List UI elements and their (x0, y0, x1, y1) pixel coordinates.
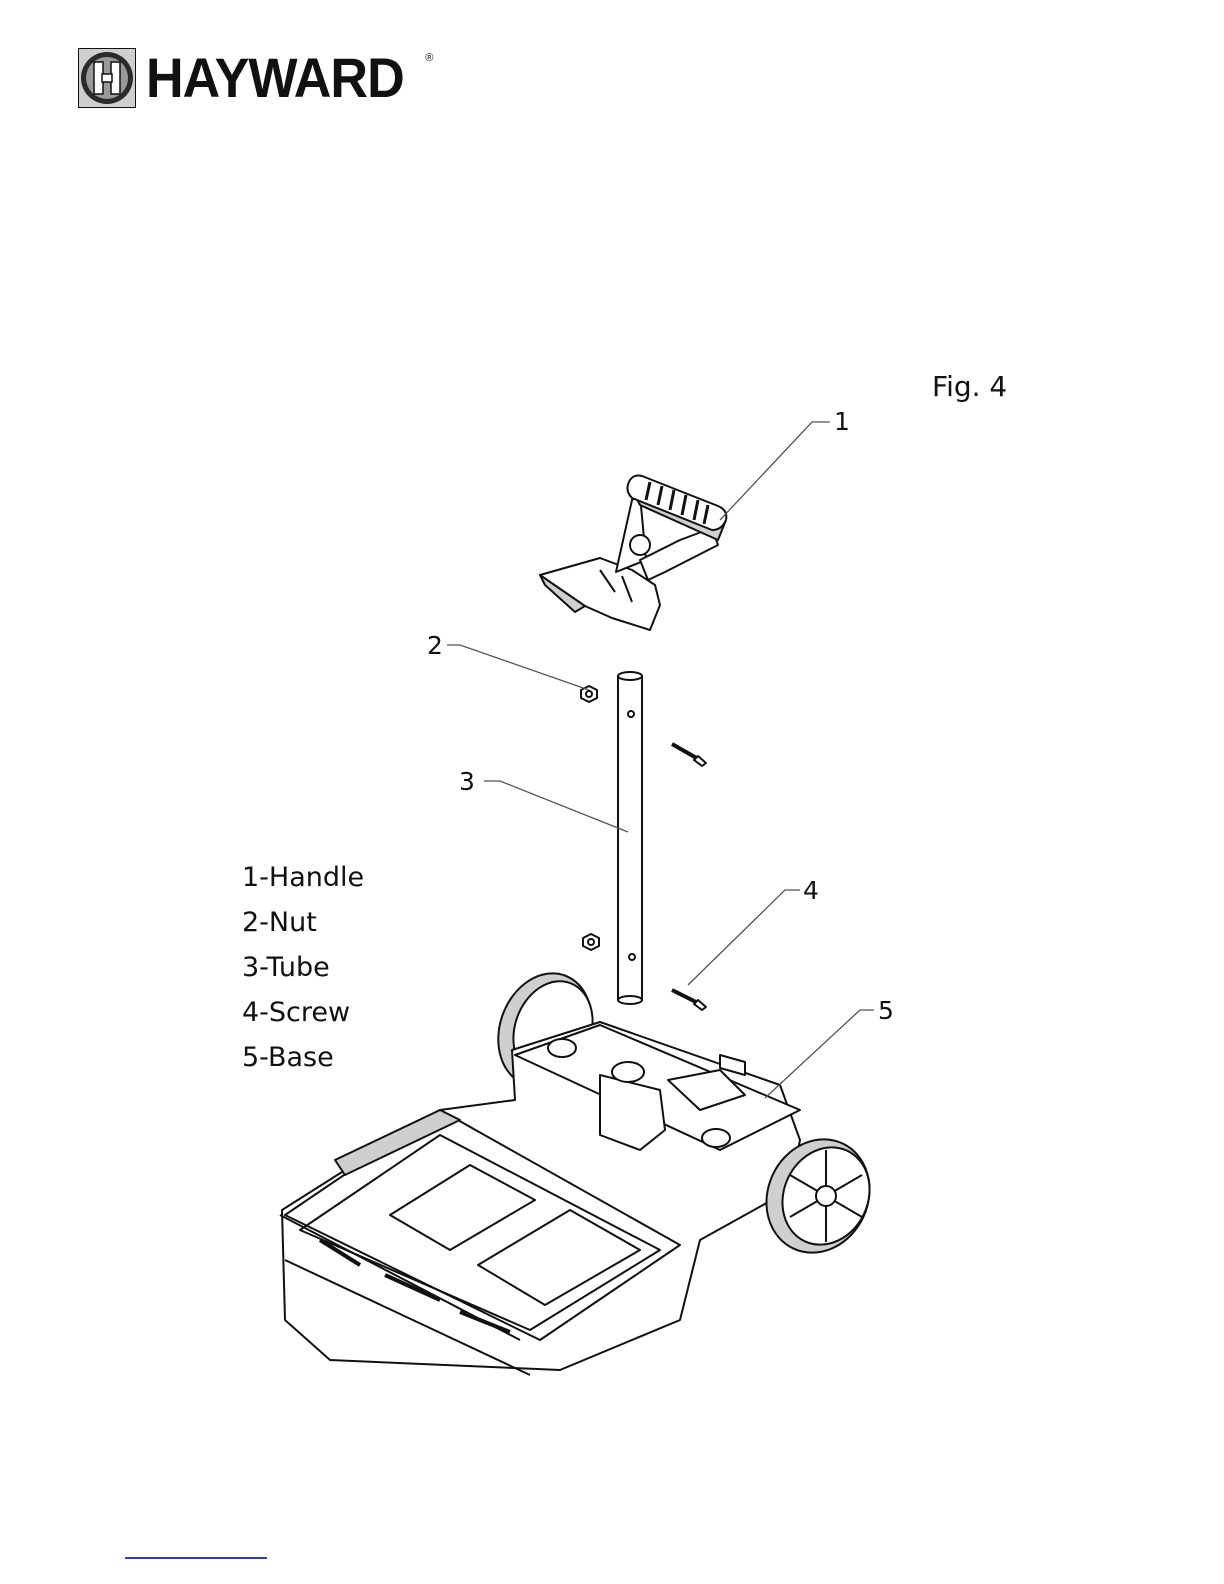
callout-number-1: 1 (834, 407, 850, 436)
nut-part-lower (583, 934, 599, 950)
footer-link-underline[interactable] (125, 1557, 267, 1559)
callout-number-5: 5 (878, 996, 894, 1025)
callout-number-2: 2 (427, 631, 443, 660)
leader-line-3 (484, 781, 628, 832)
callout-number-3: 3 (459, 767, 475, 796)
tube-part (618, 672, 642, 1004)
leader-line-2 (447, 645, 589, 690)
leader-line-4 (688, 890, 800, 985)
legend-item-screw: 4-Screw (242, 990, 364, 1035)
base-part (280, 960, 888, 1375)
screw-part-lower (672, 990, 706, 1010)
legend-item-handle: 1-Handle (242, 855, 364, 900)
handle-part (540, 476, 726, 631)
leader-line-1 (720, 422, 830, 520)
callout-number-4: 4 (803, 876, 819, 905)
parts-legend: 1-Handle 2-Nut 3-Tube 4-Screw 5-Base (242, 855, 364, 1080)
leader-line-5 (765, 1010, 874, 1098)
legend-item-tube: 3-Tube (242, 945, 364, 990)
legend-item-base: 5-Base (242, 1035, 364, 1080)
legend-item-nut: 2-Nut (242, 900, 364, 945)
screw-part-upper (672, 744, 706, 766)
